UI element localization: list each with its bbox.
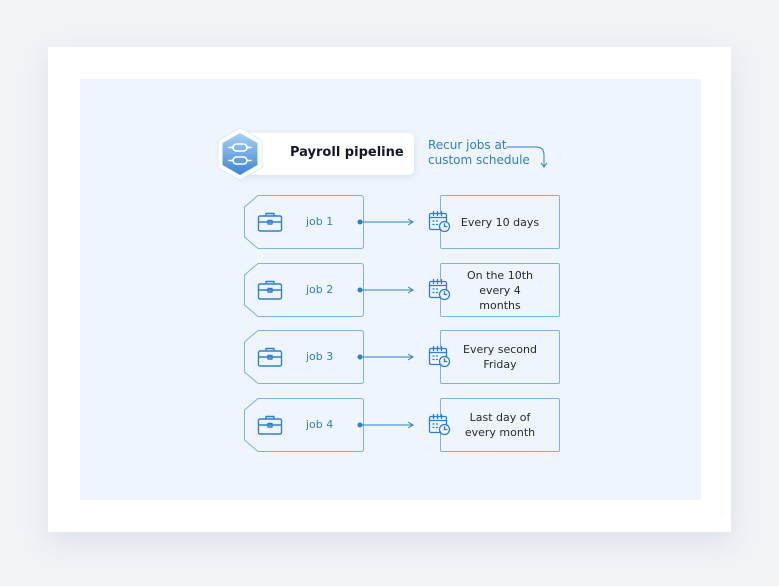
page-title: Payroll pipeline: [290, 145, 404, 160]
job-label: job 4: [306, 418, 334, 431]
job-node[interactable]: [244, 195, 364, 249]
job-label: job 1: [306, 215, 334, 228]
calendar-clock-icon: [428, 413, 451, 436]
briefcase-icon: [257, 347, 283, 367]
briefcase-icon: [257, 280, 283, 300]
annotation-line-2: custom schedule: [428, 153, 530, 167]
job-node[interactable]: [244, 330, 364, 384]
job-node[interactable]: [244, 398, 364, 452]
schedule-text: Every 10 days: [460, 215, 540, 229]
annotation-line-1: Recur jobs at: [428, 138, 507, 152]
briefcase-icon: [257, 415, 283, 435]
pipeline-icon: [217, 127, 263, 181]
pipeline-header: [236, 133, 414, 175]
curved-arrow-icon: [506, 146, 548, 168]
schedule-text: On the 10th every 4 months: [467, 268, 533, 312]
schedule-text: Last day of every month: [464, 411, 536, 439]
schedule-text: Every second Friday: [463, 343, 537, 371]
connector-arrow: [357, 218, 414, 226]
calendar-clock-icon: [428, 278, 451, 301]
calendar-clock-icon: [428, 210, 451, 233]
job-node[interactable]: [244, 263, 364, 317]
connector-arrow: [357, 421, 414, 429]
connector-arrow: [357, 353, 414, 361]
job-label: job 3: [306, 350, 334, 363]
calendar-clock-icon: [428, 345, 451, 368]
briefcase-icon: [257, 212, 283, 232]
connector-arrow: [357, 286, 414, 294]
job-label: job 2: [306, 283, 334, 296]
schedule-annotation: Recur jobs at custom schedule: [428, 138, 530, 168]
